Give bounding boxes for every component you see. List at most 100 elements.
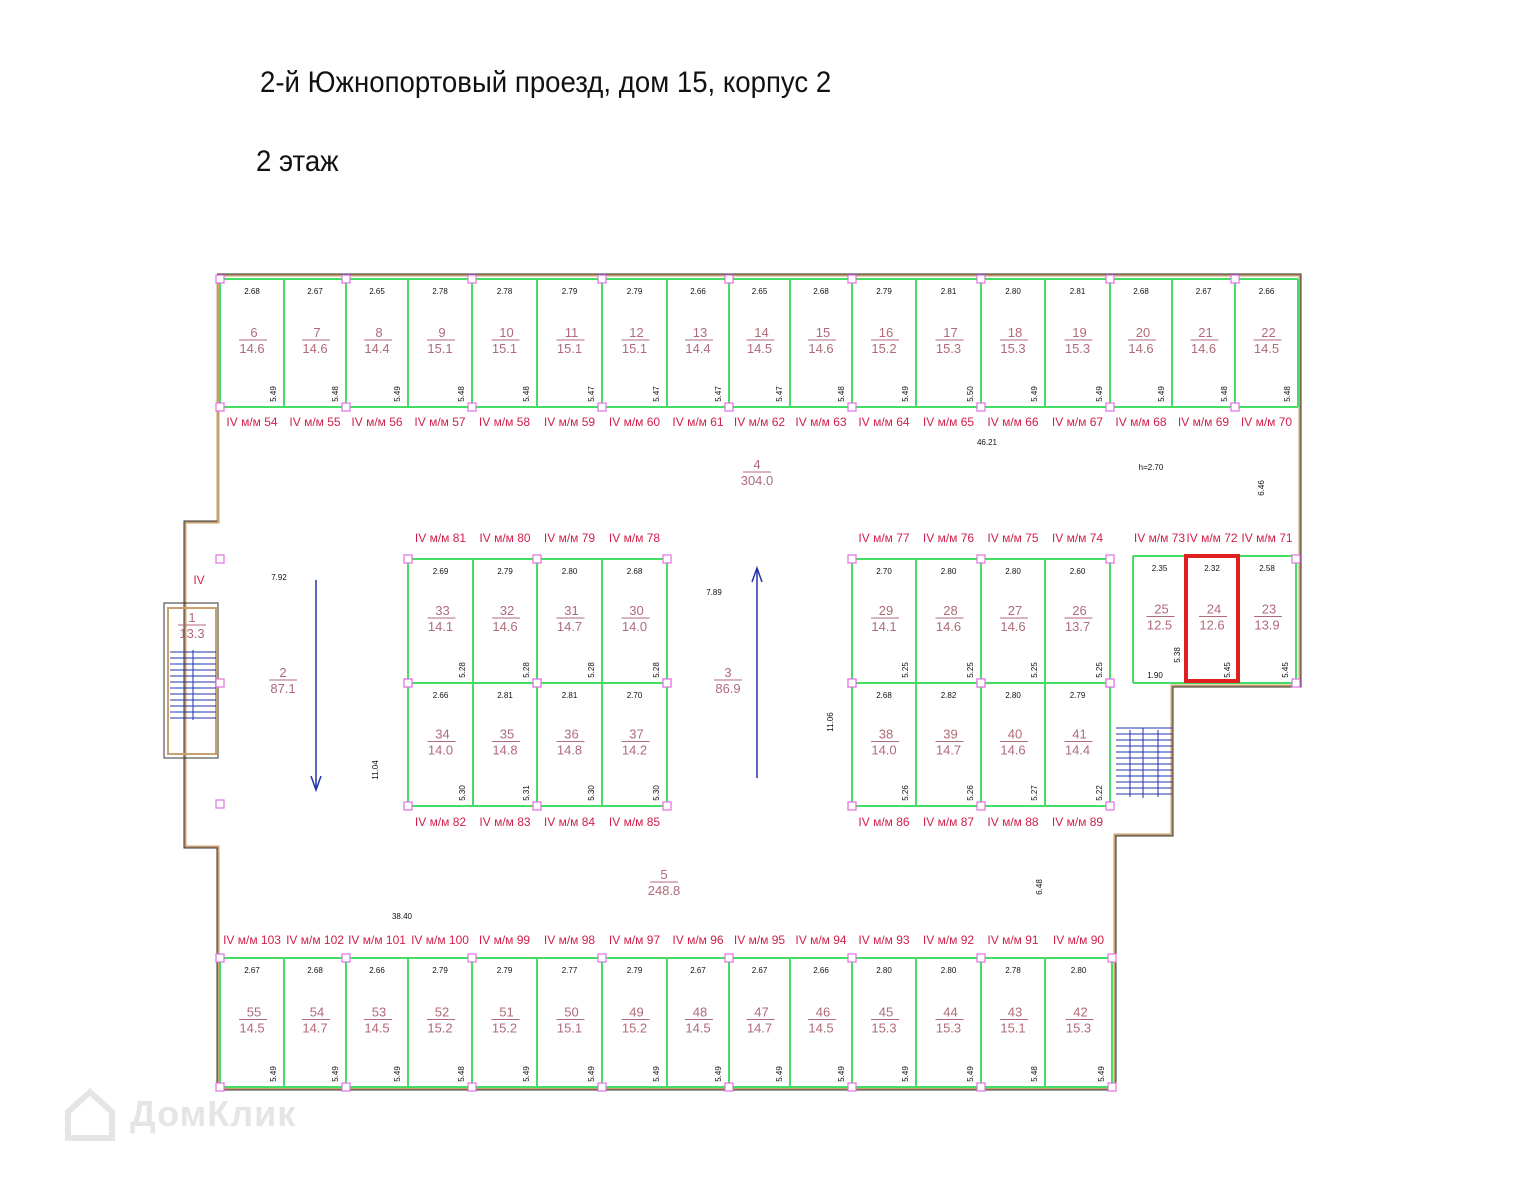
unit-number: 12	[629, 325, 643, 340]
unit-depth: 5.31	[522, 785, 531, 801]
domclick-watermark: ДомКлик	[60, 1084, 296, 1144]
unit-width: 2.81	[1070, 287, 1086, 296]
parking-space-label: IV м/м 75	[987, 531, 1039, 545]
unit-area: 14.5	[239, 1021, 264, 1036]
dimension-d2: 6.46	[1257, 480, 1266, 496]
unit-number: 8	[375, 325, 382, 340]
unit-area: 14.4	[364, 341, 389, 356]
parking-space-label: IV м/м 73	[1134, 531, 1186, 545]
column-marker	[1105, 678, 1115, 688]
unit-depth: 5.45	[1281, 662, 1290, 678]
unit-area: 14.8	[492, 743, 517, 758]
unit-width: 2.79	[627, 287, 643, 296]
unit-area: 14.4	[1065, 743, 1090, 758]
room-number: 1	[188, 610, 195, 625]
room-area: 87.1	[270, 681, 295, 696]
room-area: 304.0	[741, 473, 774, 488]
parking-space-label: IV м/м 95	[734, 933, 786, 947]
column-marker	[215, 678, 225, 688]
unit-depth: 5.28	[652, 662, 661, 678]
column-marker	[847, 554, 857, 564]
unit-area: 15.3	[936, 1021, 961, 1036]
unit-number: 22	[1261, 325, 1275, 340]
parking-space-label: IV м/м 56	[351, 415, 403, 429]
unit-number: 23	[1262, 602, 1276, 617]
unit-number: 37	[629, 727, 643, 742]
column-marker	[215, 274, 225, 284]
parking-space-label: IV м/м 82	[415, 815, 467, 829]
unit-area: 14.5	[1254, 341, 1279, 356]
unit-depth: 5.48	[457, 386, 466, 402]
unit-width: 2.78	[1005, 966, 1021, 975]
unit-area: 14.6	[1128, 341, 1153, 356]
unit-depth: 5.49	[652, 1066, 661, 1082]
column-marker	[341, 402, 351, 412]
dimension-d8: 6.48	[1035, 879, 1044, 895]
column-marker	[215, 402, 225, 412]
unit-width: 2.67	[244, 966, 260, 975]
parking-space-label: IV м/м 67	[1052, 415, 1104, 429]
unit-area: 14.7	[747, 1021, 772, 1036]
unit-width: 2.60	[1070, 567, 1086, 576]
dimension-d3: 7.92	[271, 573, 287, 582]
unit-number: 45	[879, 1005, 893, 1020]
unit-width: 2.81	[562, 691, 578, 700]
parking-space-label: IV м/м 57	[414, 415, 466, 429]
unit-depth: 5.49	[393, 1066, 402, 1082]
room-number: 3	[724, 665, 731, 680]
unit-width: 2.81	[941, 287, 957, 296]
column-marker	[597, 274, 607, 284]
parking-space-label: IV м/м 54	[226, 415, 278, 429]
